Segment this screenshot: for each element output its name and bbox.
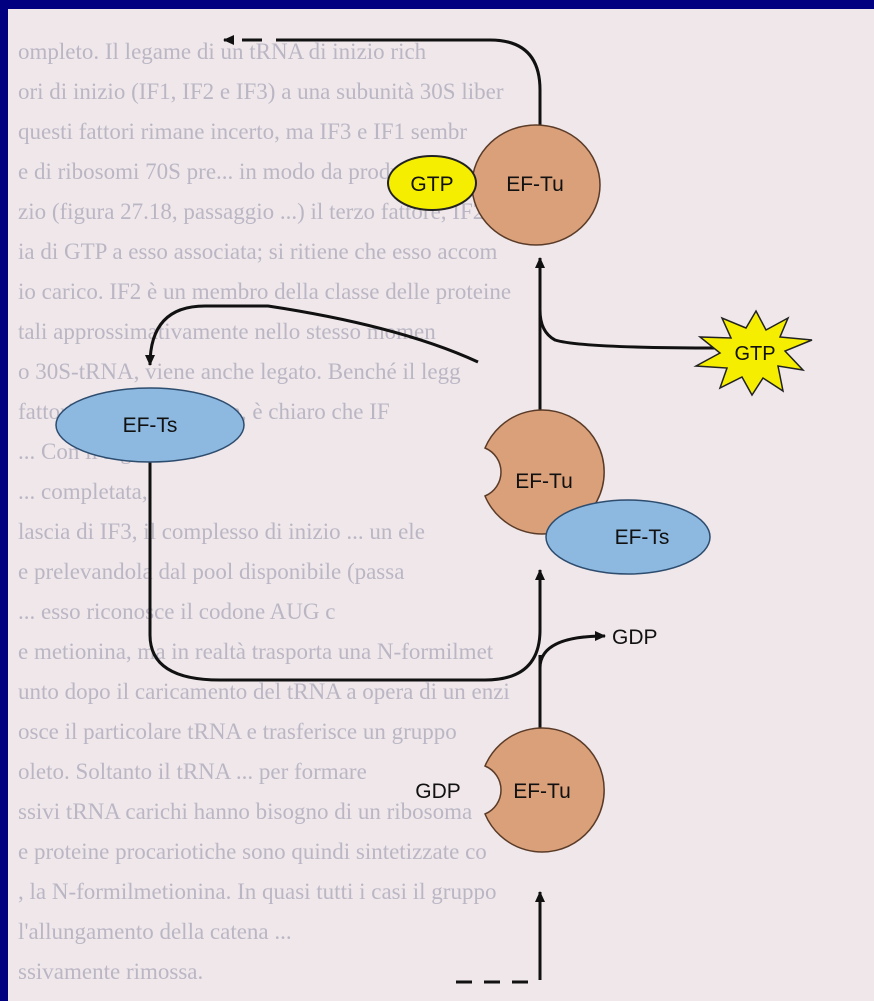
gtp-ligand bbox=[387, 155, 477, 211]
arrow-top-exit bbox=[296, 38, 542, 175]
background-text-line: ssivamente rimossa. bbox=[18, 959, 204, 984]
ef-ts-label: EF-Ts bbox=[123, 414, 178, 437]
arrow-efts-recycle bbox=[148, 455, 545, 682]
arrow-gtp-entry bbox=[538, 309, 721, 350]
background-text-line: ia di GTP a esso associata; si ritiene c… bbox=[18, 239, 498, 264]
background-text-line: io carico. IF2 è un membro della classe … bbox=[18, 279, 512, 304]
background-text-line: , la N-formilmetionina. In quasi tutti i… bbox=[18, 879, 497, 904]
background-text-line: e di ribosomi 70S pre... in modo da prod… bbox=[18, 159, 428, 184]
gtp-bound-label: GTP bbox=[410, 173, 453, 196]
background-text-line: ori di inizio (IF1, IF2 e IF3) a una sub… bbox=[18, 79, 504, 104]
arrow-efts-release bbox=[145, 304, 479, 366]
background-text-line: ... completata, bbox=[18, 479, 148, 504]
background-text-line: o 30S-tRNA, viene anche legato. Benché i… bbox=[18, 359, 461, 384]
ef-ts-label: EF-Ts bbox=[615, 526, 670, 549]
background-text-line: oleto. Soltanto il tRNA ... per formare bbox=[18, 759, 367, 784]
background-text-line: lascia di IF3, il complesso di inizio ..… bbox=[18, 519, 425, 544]
gtp-free-label: GTP bbox=[734, 343, 775, 365]
ef-tu-label: EF-Tu bbox=[506, 173, 564, 196]
background-text-line: osce il particolare tRNA e trasferisce u… bbox=[18, 719, 457, 744]
background-text-line: unto dopo il caricamento del tRNA a oper… bbox=[18, 679, 510, 704]
ef-ts-protein bbox=[545, 499, 711, 575]
gtp-star-burst bbox=[693, 309, 813, 397]
ef-tu-label: EF-Tu bbox=[513, 780, 571, 803]
ef-tu-protein bbox=[484, 727, 605, 853]
gdp-bound-label: GDP bbox=[415, 780, 461, 803]
ef-tu-label: EF-Tu bbox=[515, 470, 573, 493]
arrow-gdp-release bbox=[538, 631, 606, 669]
background-text-line: ... esso riconosce il codone AUG c bbox=[18, 599, 336, 624]
background-text-line: ssivi tRNA carichi hanno bisogno di un r… bbox=[18, 799, 473, 824]
background-text-line: ompleto. Il legame di un tRNA di inizio … bbox=[18, 39, 427, 64]
ef-ts-protein bbox=[55, 387, 245, 463]
background-text-line: questi fattori rimane incerto, ma IF3 e … bbox=[18, 119, 468, 144]
background-text-line: tali approssimativamente nello stesso mo… bbox=[18, 319, 436, 344]
background-text-line: e metionina, ma in realtà trasporta una … bbox=[18, 639, 494, 664]
background-text-line: e prelevandola dal pool disponibile (pas… bbox=[18, 559, 405, 584]
background-text-line: e proteine procariotiche sono quindi sin… bbox=[18, 839, 487, 864]
gdp-released-label: GDP bbox=[612, 626, 658, 649]
background-text-line: l'allungamento della catena ... bbox=[18, 919, 292, 944]
